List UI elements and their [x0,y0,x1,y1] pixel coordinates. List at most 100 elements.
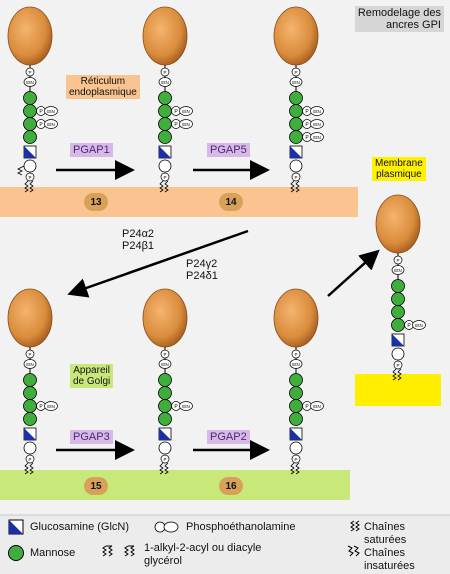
terminal-etn [23,359,37,369]
inositol-icon [23,159,37,173]
step-15: 15 [84,477,108,495]
glcn-fill [24,146,36,158]
terminal-etn [289,77,303,87]
inositol-icon [158,159,172,173]
terminal-p-text: P [163,352,166,357]
terminal-etn-text: EtN [26,80,34,85]
mannose-icon [23,117,37,131]
mannose-icon [23,399,37,413]
petn-etn-text: EtN [47,122,55,127]
terminal-p-text: P [396,258,399,263]
petn-ethanolamine [310,401,324,411]
petn-p-text: P [39,122,43,128]
petn-ethanolamine [179,401,193,411]
mannose-icon [158,399,172,413]
lipid-phosphate [160,172,170,182]
legend-saturated: Chaînes saturées [364,521,407,546]
petn-p-text: P [305,404,309,410]
p24-gamma2: P24γ2 [186,258,218,270]
terminal-phosphate [393,255,403,265]
lipid-phosphate [25,454,35,464]
terminal-phosphate [25,349,35,359]
legend-unsaturated: Chaînes insaturées [364,547,415,572]
terminal-etn-text: EtN [292,80,300,85]
transport-label-1: P24α2 P24β1 [122,228,154,252]
mannose-icon [391,292,405,306]
petn-ethanolamine [310,132,324,142]
terminal-etn [23,77,37,87]
petn-p-text: P [39,404,43,410]
glcn-fill [290,428,302,440]
protein-icon [7,288,53,348]
title-line-2: ancres GPI [385,19,441,32]
petn-etn-text: EtN [313,122,321,127]
lipid-phosphate [291,454,301,464]
legend-petn: Phosphoéthanolamine [186,521,296,533]
er-label-line-2: endoplasmique [69,87,137,98]
arrow-er-to-golgi [67,229,249,298]
pm-label: Membrane plasmique [372,157,426,181]
petn-etn-text: EtN [313,109,321,114]
legend-mannose: Mannose [30,547,76,559]
protein-icon [7,6,53,66]
terminal-etn [289,359,303,369]
mannose-icon [158,91,172,105]
inositol-icon [289,441,303,455]
lipid-p-text: P [163,457,166,462]
legend-background [0,515,450,574]
lipid-p-text: P [163,175,166,180]
terminal-etn-text: EtN [161,80,169,85]
golgi-label-line-2: de Golgi [73,376,111,387]
terminal-etn [391,265,405,275]
terminal-p-text: P [294,352,297,357]
terminal-phosphate [291,349,301,359]
petn-etn-text: EtN [182,122,190,127]
golgi-label: Appareil de Golgi [70,364,114,388]
terminal-etn-text: EtN [292,362,300,367]
mannose-icon [158,412,172,426]
enzyme-pgap1: PGAP1 [70,143,113,158]
step-13: 13 [84,193,108,211]
petn-ethanolamine [412,320,426,330]
phosphoethanolamine: P EtN [36,119,58,129]
legend-lipid: 1-alkyl-2-acyl ou diacyle glycérol [144,542,261,567]
mannose-icon [391,279,405,293]
mannose-icon [23,91,37,105]
glcn-fill [290,146,302,158]
petn-ethanolamine [179,106,193,116]
terminal-etn [158,359,172,369]
petn-ethanolamine [179,119,193,129]
mannose-icon [158,130,172,144]
terminal-p-text: P [294,70,297,75]
terminal-phosphate [291,67,301,77]
mannose-icon [23,373,37,387]
glcn-legend-icon [8,519,24,535]
petn-p-text: P [174,109,178,115]
petn-p-text: P [305,135,309,141]
terminal-etn [158,77,172,87]
er-label-line-1: Réticulum [80,76,126,87]
saturated-chains-icon [350,520,360,532]
mannose-legend-icon [8,545,24,561]
step-16: 16 [219,477,243,495]
pm-label-line-1: Membrane [375,158,423,169]
mannose-icon [289,386,303,400]
petn-ethanolamine [44,106,58,116]
enzyme-pgap5: PGAP5 [207,143,250,158]
terminal-etn-text: EtN [394,268,402,273]
lipid-phosphate [291,172,301,182]
inositol-acyl-chain [17,165,25,176]
mannose-icon [289,104,303,118]
er-membrane [0,187,358,217]
lipid-p-text: P [396,363,399,368]
lipid-chains [392,368,402,381]
golgi-label-line-1: Appareil [73,365,110,376]
